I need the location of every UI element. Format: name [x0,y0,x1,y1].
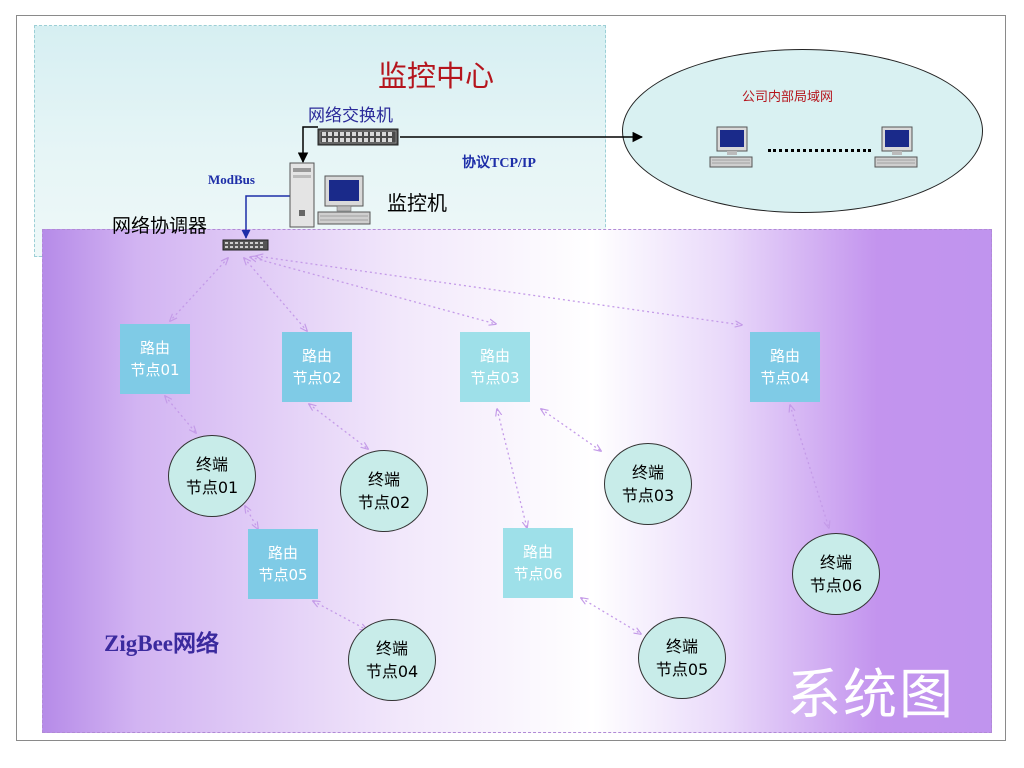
link-router03-end03 [541,409,601,451]
router-node-04-line2: 节点04 [760,369,810,387]
end-node-06: 终端节点06 [792,533,880,615]
link-end01-router05 [245,506,258,529]
router-node-04: 路由节点04 [750,332,820,402]
link-router03-router06 [497,409,527,528]
protocol-label: 协议TCP/IP [462,156,536,171]
link-router02-end02 [309,404,368,449]
link-coord-router02 [244,258,307,331]
router-node-06-line2: 节点06 [513,565,563,583]
coordinator-device-icon [222,239,269,251]
end-node-01-line2: 节点01 [185,478,239,497]
end-node-05-line2: 节点05 [655,660,709,679]
end-node-01: 终端节点01 [168,435,256,517]
lan-ellipsis-dots [768,149,871,152]
end-node-02-line2: 节点02 [357,493,411,512]
network-switch-icon [317,128,399,146]
router-node-02-line2: 节点02 [292,369,342,387]
monitor-pc-label: 监控机 [387,191,447,215]
link-coord-router03 [250,257,496,324]
router-node-03: 路由节点03 [460,332,530,402]
link-router06-end05 [581,598,641,634]
end-node-06-line1: 终端 [819,553,852,572]
link-modbus [241,195,290,239]
end-node-01-line1: 终端 [195,455,228,474]
router-node-01-line1: 路由 [139,339,170,357]
end-node-03-line1: 终端 [631,463,664,482]
router-node-02: 路由节点02 [282,332,352,402]
slide-frame [16,15,1006,741]
link-coord-router04 [256,256,742,325]
system-diagram-watermark: 系统图 [787,663,955,726]
end-node-05: 终端节点05 [638,617,726,699]
monitor-center-title: 监控中心 [378,59,495,93]
lan-title: 公司内部局域网 [742,90,834,105]
router-node-04-line1: 路由 [769,347,800,365]
end-node-04: 终端节点04 [348,619,436,701]
lan-computer-right-icon [874,126,918,168]
router-node-06: 路由节点06 [503,528,573,598]
end-node-02: 终端节点02 [340,450,428,532]
router-node-05: 路由节点05 [248,529,318,599]
modbus-label: ModBus [208,172,255,187]
network-switch-label: 网络交换机 [308,106,393,126]
end-node-02-line1: 终端 [367,470,400,489]
company-lan-ellipse [622,49,983,213]
router-node-05-line1: 路由 [267,544,298,562]
end-node-04-line2: 节点04 [365,662,419,681]
link-router01-end01 [165,396,196,433]
end-node-05-line1: 终端 [665,637,698,656]
link-pc-switch [297,126,318,164]
end-node-03: 终端节点03 [604,443,692,525]
link-coord-router01 [170,258,228,321]
router-node-03-line2: 节点03 [470,369,520,387]
link-router04-end06 [790,405,829,528]
zigbee-network-title: ZigBee网络 [104,631,219,656]
router-node-06-line1: 路由 [522,543,553,561]
lan-computer-left-icon [709,126,753,168]
end-node-03-line2: 节点03 [621,486,675,505]
end-node-04-line1: 终端 [375,639,408,658]
router-node-02-line1: 路由 [301,347,332,365]
router-node-03-line1: 路由 [479,347,510,365]
coordinator-label: 网络协调器 [112,215,208,237]
monitor-pc-icon [289,162,371,228]
end-node-06-line2: 节点06 [809,576,863,595]
router-node-01: 路由节点01 [120,324,190,394]
router-node-05-line2: 节点05 [258,566,308,584]
router-node-01-line2: 节点01 [130,361,180,379]
link-router05-end04 [313,601,367,630]
